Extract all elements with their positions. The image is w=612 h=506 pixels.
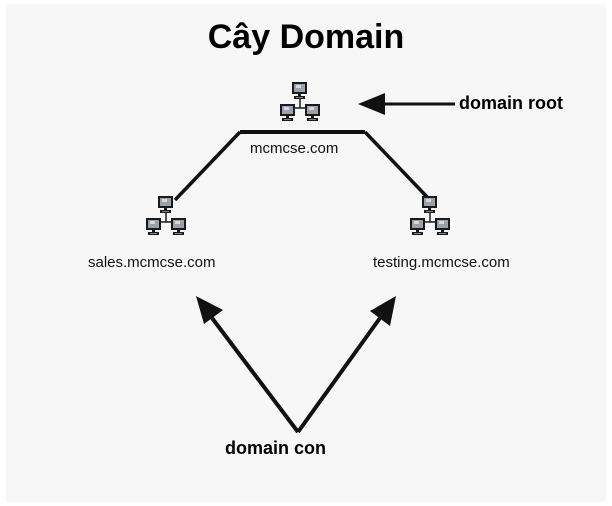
diagram-title: Cây Domain xyxy=(207,18,405,56)
child-arrows xyxy=(196,296,396,434)
domain-root-arrow xyxy=(358,93,455,115)
testing-domain-label: testing.mcmcse.com xyxy=(373,254,510,271)
domain-root-callout: domain root xyxy=(459,93,563,113)
left-computer-cluster-icon xyxy=(146,196,186,235)
domain-con-callout: domain con xyxy=(225,438,327,458)
root-computer-cluster-icon xyxy=(280,82,320,121)
right-computer-cluster-icon xyxy=(410,196,450,235)
connector-root-right xyxy=(363,130,432,202)
connector-root-left xyxy=(173,130,242,202)
sales-domain-label: sales.mcmcse.com xyxy=(88,254,216,271)
root-domain-label: mcmcse.com xyxy=(250,140,339,157)
